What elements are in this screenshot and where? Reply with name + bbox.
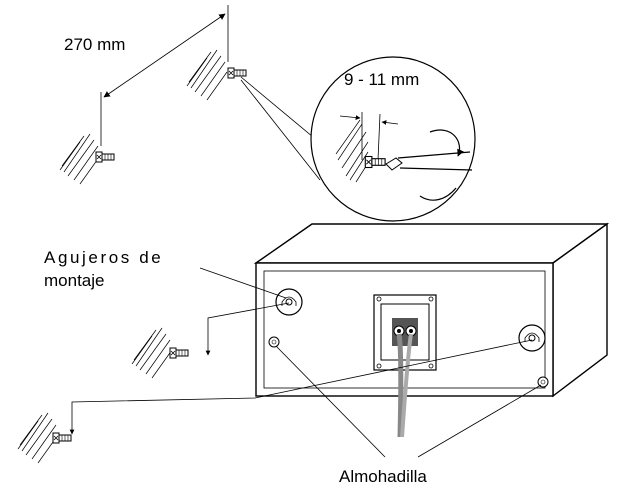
speaker-terminal-plate bbox=[373, 294, 437, 371]
lower-wall-screw-group bbox=[59, 133, 115, 185]
rotation-arrow-icon bbox=[429, 129, 464, 157]
distance-label: 270 mm bbox=[64, 35, 125, 54]
bottom-wall-screw-group bbox=[17, 412, 72, 464]
mounting-holes-label-line2: montaje bbox=[44, 271, 104, 290]
wall-screw-icon bbox=[227, 67, 247, 79]
pad-right bbox=[537, 376, 549, 388]
right-hole-guide-arrow bbox=[69, 339, 533, 435]
zoom-leader-line bbox=[240, 79, 321, 181]
depth-extension-line bbox=[377, 113, 381, 161]
distance-dimension-arrow bbox=[103, 13, 226, 98]
upper-wall-screw-group bbox=[186, 49, 247, 101]
pad-left bbox=[268, 336, 280, 348]
wall-hatch bbox=[131, 327, 173, 379]
wall-hatch bbox=[186, 49, 228, 101]
mounting-holes-label-line1: Agujeros de bbox=[44, 248, 163, 267]
depth-arrow-right bbox=[381, 120, 399, 125]
wall-screw-icon bbox=[52, 432, 72, 444]
wall-hatch bbox=[17, 412, 59, 464]
wall-screw-icon bbox=[169, 347, 189, 359]
rotation-arrow-tail bbox=[419, 187, 457, 201]
pad-label: Almohadilla bbox=[339, 467, 427, 486]
pad-leader-left bbox=[275, 345, 386, 458]
middle-wall-screw-group bbox=[131, 327, 189, 379]
zoom-detail-circle bbox=[310, 56, 476, 222]
left-hole-guide-arrow bbox=[205, 302, 290, 356]
depth-label: 9 - 11 mm bbox=[344, 70, 419, 89]
wall-screw-icon bbox=[95, 151, 115, 163]
depth-arrow-left bbox=[339, 115, 361, 120]
mounting-hole-right bbox=[518, 324, 546, 352]
wall-hatch bbox=[59, 133, 101, 185]
speaker-cable bbox=[396, 333, 413, 438]
pad-leader-right bbox=[417, 384, 542, 458]
mounting-hole-left bbox=[275, 288, 303, 316]
mounting-holes-leader bbox=[199, 267, 287, 299]
